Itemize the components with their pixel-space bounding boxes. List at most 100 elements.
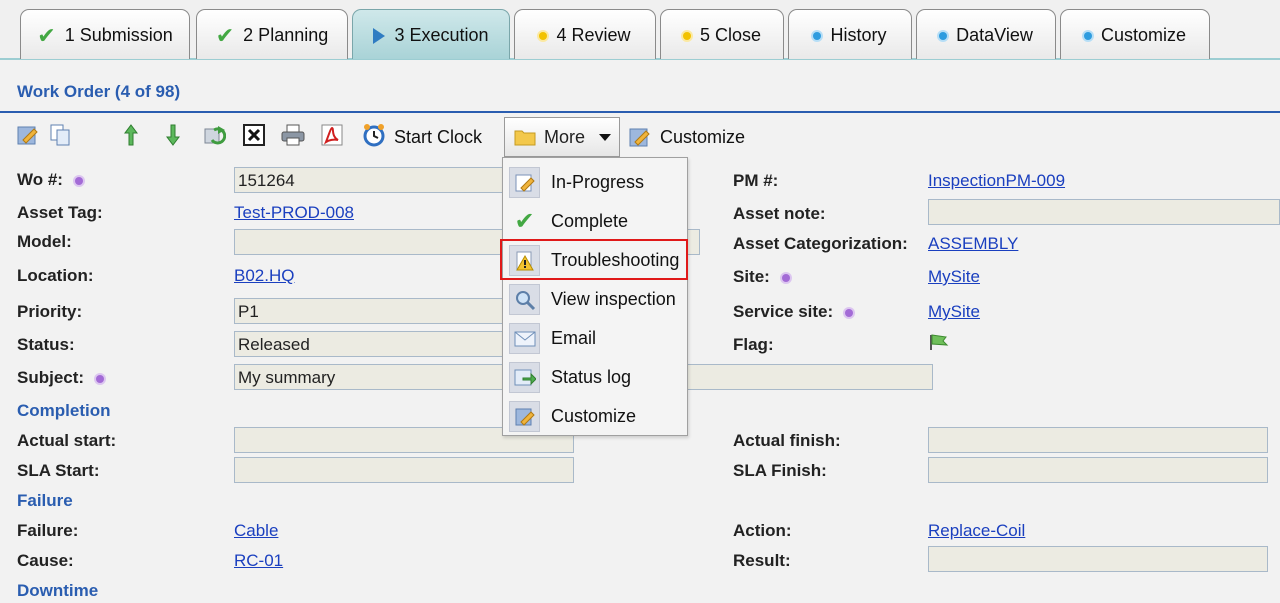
sla-start-label: SLA Start: [17, 461, 100, 480]
site-link[interactable]: MySite [928, 267, 980, 286]
status-field[interactable]: Released [234, 331, 504, 357]
actual-start-label: Actual start: [17, 431, 117, 450]
menu-item-troubleshooting[interactable]: Troubleshooting [503, 241, 687, 280]
tab-dataview[interactable]: DataView [916, 9, 1056, 59]
print-icon[interactable] [281, 123, 305, 147]
wo-number-label: Wo #: [17, 170, 83, 190]
tab-review[interactable]: 4 Review [514, 9, 656, 59]
asset-categorization-label: Asset Categorization: [733, 234, 908, 253]
check-icon: ✔ [37, 22, 56, 48]
menu-item-complete[interactable]: ✔ Complete [503, 202, 687, 241]
tab-customize[interactable]: Customize [1060, 9, 1210, 59]
magnifier-icon [509, 284, 540, 315]
tab-label: 2 Planning [243, 25, 329, 45]
section-failure: Failure [17, 491, 73, 510]
play-icon [373, 27, 386, 44]
yellow-dot-icon [539, 31, 548, 40]
required-dot-icon [781, 273, 790, 282]
chevron-down-icon [599, 133, 612, 141]
alarm-clock-icon[interactable] [362, 123, 386, 147]
warning-icon [509, 245, 540, 276]
arrow-up-icon[interactable] [119, 123, 143, 147]
yellow-dot-icon [682, 31, 691, 40]
pm-number-label: PM #: [733, 171, 779, 190]
tab-label: 3 Execution [394, 25, 489, 45]
tab-bar: ✔ 1 Submission ✔ 2 Planning 3 Execution … [0, 0, 1280, 60]
customize-icon[interactable] [628, 125, 652, 149]
more-dropdown-menu: In-Progress ✔ Complete Troubleshooting V… [502, 157, 688, 436]
edit-icon [509, 167, 540, 198]
section-downtime: Downtime [17, 581, 99, 600]
asset-tag-label: Asset Tag: [17, 203, 103, 222]
asset-note-field[interactable] [928, 199, 1280, 225]
copy-icon[interactable] [48, 123, 72, 147]
sla-finish-field[interactable] [928, 457, 1268, 483]
blue-dot-icon [939, 31, 948, 40]
arrow-down-icon[interactable] [161, 123, 185, 147]
required-dot-icon [96, 374, 105, 383]
tab-label: 5 Close [699, 25, 762, 45]
failure-link[interactable]: Cable [234, 521, 279, 540]
menu-item-view-inspection[interactable]: View inspection [503, 280, 687, 319]
refresh-icon[interactable] [203, 123, 227, 147]
flag-icon[interactable] [929, 333, 949, 356]
pm-number-link[interactable]: InspectionPM-009 [928, 171, 1066, 190]
priority-label: Priority: [17, 302, 83, 321]
required-dot-icon [845, 308, 854, 317]
page-title: Work Order (4 of 98) [17, 82, 181, 101]
check-icon: ✔ [215, 22, 235, 48]
site-label: Site: [733, 267, 790, 287]
tab-planning[interactable]: ✔ 2 Planning [196, 9, 348, 59]
cause-label: Cause: [17, 551, 74, 570]
asset-categorization-link[interactable]: ASSEMBLY [928, 234, 1019, 253]
service-site-label: Service site: [733, 302, 854, 322]
check-icon: ✔ [514, 207, 535, 235]
menu-item-in-progress[interactable]: In-Progress [503, 163, 687, 202]
tab-label: DataView [956, 25, 1033, 45]
divider [0, 111, 1280, 113]
actual-finish-label: Actual finish: [733, 431, 841, 450]
tab-close[interactable]: 5 Close [660, 9, 784, 59]
action-label: Action: [733, 521, 792, 540]
failure-label: Failure: [17, 521, 79, 540]
envelope-icon [509, 323, 540, 354]
start-clock-button[interactable]: Start Clock [394, 127, 483, 147]
location-link[interactable]: B02.HQ [234, 266, 295, 285]
required-dot-icon [74, 176, 83, 185]
tab-execution[interactable]: 3 Execution [352, 9, 510, 59]
menu-item-status-log[interactable]: Status log [503, 358, 687, 397]
actual-finish-field[interactable] [928, 427, 1268, 453]
wo-number-field[interactable]: 151264 [234, 167, 504, 193]
tab-label: 1 Submission [64, 25, 173, 45]
customize-button[interactable]: Customize [660, 127, 746, 147]
menu-item-customize[interactable]: Customize [503, 397, 687, 436]
status-label: Status: [17, 335, 75, 354]
result-field[interactable] [928, 546, 1268, 572]
tab-submission[interactable]: ✔ 1 Submission [20, 9, 190, 59]
tab-label: 4 Review [556, 25, 631, 45]
blue-dot-icon [813, 31, 822, 40]
cause-link[interactable]: RC-01 [234, 551, 284, 570]
pdf-icon[interactable] [320, 123, 344, 147]
asset-note-label: Asset note: [733, 204, 826, 223]
tab-label: Customize [1100, 25, 1187, 45]
sla-start-field[interactable] [234, 457, 574, 483]
result-label: Result: [733, 551, 791, 570]
service-site-link[interactable]: MySite [928, 302, 980, 321]
menu-item-email[interactable]: Email [503, 319, 687, 358]
section-completion: Completion [17, 401, 111, 420]
edit-icon[interactable] [16, 123, 40, 147]
location-label: Location: [17, 266, 94, 285]
more-button[interactable]: More [504, 117, 620, 157]
subject-label: Subject: [17, 368, 105, 388]
customize-icon [509, 401, 540, 432]
priority-field[interactable]: P1 [234, 298, 504, 324]
more-label: More [544, 126, 586, 147]
blue-dot-icon [1083, 31, 1092, 40]
asset-tag-link[interactable]: Test-PROD-008 [234, 203, 354, 222]
status-log-icon [509, 362, 540, 393]
flag-label: Flag: [733, 335, 774, 354]
action-link[interactable]: Replace-Coil [928, 521, 1026, 540]
delete-icon[interactable] [242, 123, 266, 147]
tab-history[interactable]: History [788, 9, 912, 59]
